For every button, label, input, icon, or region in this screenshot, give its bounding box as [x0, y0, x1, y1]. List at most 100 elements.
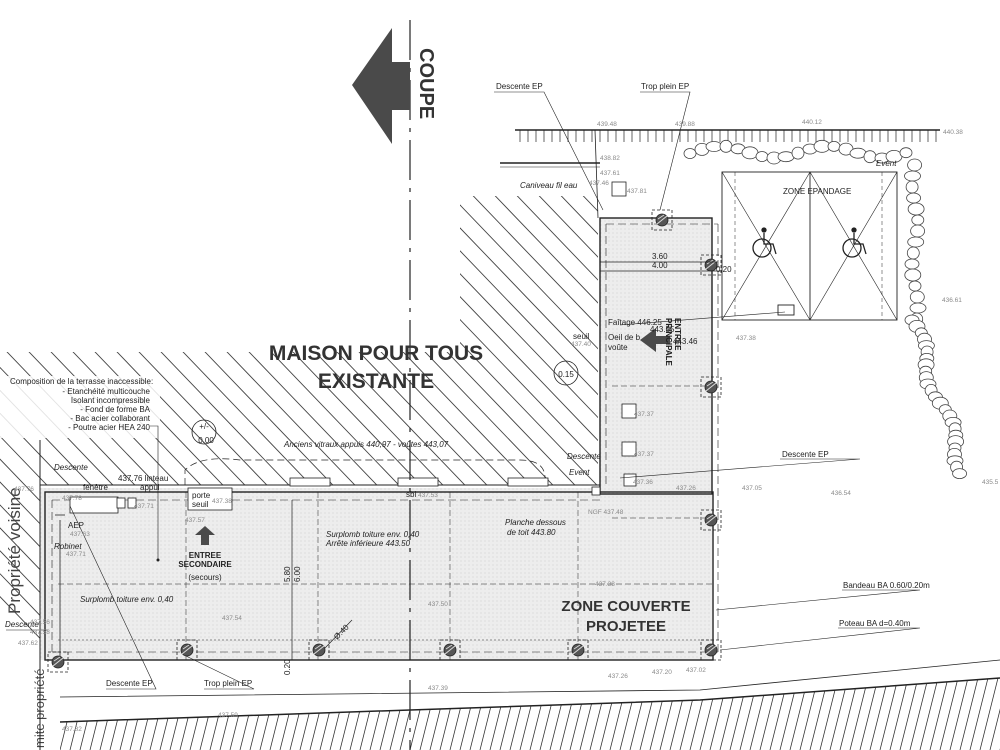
- wheelchair-icon: [842, 227, 867, 258]
- svg-text:AEP: AEP: [68, 521, 84, 530]
- svg-text:voûte: voûte: [608, 343, 628, 352]
- svg-text:(secours): (secours): [188, 573, 222, 582]
- svg-text:3.60: 3.60: [652, 252, 668, 261]
- level-0-00: 0.00: [198, 436, 214, 445]
- svg-text:437.61: 437.61: [600, 170, 620, 177]
- svg-text:0.20: 0.20: [716, 265, 732, 274]
- svg-text:437.26: 437.26: [676, 485, 696, 492]
- svg-text:437.71: 437.71: [66, 551, 86, 558]
- road-hatch: [60, 678, 1000, 750]
- covered-title-line1: ZONE COUVERTE: [561, 598, 690, 615]
- svg-text:Descente: Descente: [5, 620, 39, 629]
- svg-text:seuil: seuil: [192, 500, 209, 509]
- svg-text:Descente EP: Descente EP: [106, 679, 153, 688]
- svg-text:Trop plein EP: Trop plein EP: [204, 679, 252, 688]
- svg-text:437.38: 437.38: [736, 335, 756, 342]
- svg-text:437.46: 437.46: [589, 180, 609, 187]
- svg-text:Surplomb toiture env. 0,40: Surplomb toiture env. 0,40: [80, 595, 174, 604]
- svg-text:443.46: 443.46: [673, 337, 698, 346]
- svg-text:437.53: 437.53: [418, 492, 438, 499]
- svg-text:Descente EP: Descente EP: [496, 82, 543, 91]
- svg-text:appui: appui: [140, 483, 160, 492]
- svg-text:4.00: 4.00: [652, 261, 668, 270]
- parking-area: [721, 171, 898, 321]
- svg-text:439.48: 439.48: [597, 121, 617, 128]
- svg-text:porte: porte: [192, 491, 211, 500]
- svg-text:Event: Event: [569, 468, 590, 477]
- svg-text:437.36: 437.36: [633, 479, 653, 486]
- svg-text:437.38: 437.38: [212, 498, 232, 505]
- svg-text:437.02: 437.02: [686, 667, 706, 674]
- svg-text:437.76: 437.76: [14, 486, 34, 493]
- svg-text:435.5: 435.5: [982, 479, 999, 486]
- svg-text:ZONE EPANDAGE: ZONE EPANDAGE: [783, 187, 851, 196]
- leader-lines: [6, 91, 921, 690]
- svg-text:6.00: 6.00: [293, 566, 302, 582]
- svg-text:437.82: 437.82: [62, 726, 82, 733]
- svg-text:437.76 linteau: 437.76 linteau: [118, 474, 168, 483]
- svg-text:Descente: Descente: [54, 463, 88, 472]
- svg-text:Robinet: Robinet: [54, 542, 82, 551]
- svg-text:seuil: seuil: [573, 332, 590, 341]
- svg-text:0.20: 0.20: [283, 659, 292, 675]
- svg-text:NGF 437.48: NGF 437.48: [588, 509, 624, 516]
- existing-title-line2: EXISTANTE: [318, 370, 434, 393]
- svg-text:Event: Event: [876, 159, 897, 168]
- level-sign: +/-: [199, 422, 209, 431]
- svg-text:437.54: 437.54: [222, 615, 242, 622]
- svg-text:sbl: sbl: [406, 490, 416, 499]
- terrace-composition: Composition de la terrasse inaccessible:…: [0, 376, 160, 562]
- elevation-readings: 439.48 439.88 440.12 440.38 438.82 437.6…: [14, 119, 999, 733]
- svg-text:436.54: 436.54: [831, 490, 851, 497]
- svg-text:440.38: 440.38: [943, 129, 963, 136]
- svg-text:439.88: 439.88: [675, 121, 695, 128]
- svg-text:437.20: 437.20: [652, 669, 672, 676]
- svg-text:437.81: 437.81: [627, 188, 647, 195]
- svg-text:437.59: 437.59: [218, 712, 238, 719]
- svg-text:Oeil de b: Oeil de b: [608, 333, 641, 342]
- svg-text:Surplomb toiture env. 0,40: Surplomb toiture env. 0,40: [326, 530, 420, 539]
- svg-text:Descente: Descente: [567, 452, 601, 461]
- svg-text:Caniveau fil eau: Caniveau fil eau: [520, 181, 578, 190]
- entrance-arrow-icon: [640, 328, 670, 352]
- neighbor-label: Propriété voisine: [5, 487, 24, 614]
- window-frames: [69, 477, 549, 514]
- svg-text:ENTREE: ENTREE: [673, 318, 682, 351]
- svg-text:437.62: 437.62: [18, 640, 38, 647]
- svg-text:437.40: 437.40: [571, 341, 591, 348]
- callout-labels: Descente EP Trop plein EP Caniveau fil e…: [5, 82, 930, 688]
- svg-text:- Etanchéité multicouche: - Etanchéité multicouche: [62, 387, 150, 396]
- svg-text:436.61: 436.61: [942, 297, 962, 304]
- svg-text:437.37: 437.37: [634, 411, 654, 418]
- svg-text:437.56: 437.56: [30, 619, 50, 626]
- svg-text:437.37: 437.37: [634, 451, 654, 458]
- road-edge: [59, 677, 1000, 723]
- svg-text:437.26: 437.26: [608, 673, 628, 680]
- svg-text:- Fond de forme BA: - Fond de forme BA: [80, 405, 150, 414]
- svg-text:437.78: 437.78: [62, 495, 82, 502]
- top-terrain: [500, 129, 940, 219]
- level-marker: [191, 360, 579, 445]
- svg-text:Planche dessous: Planche dessous: [505, 518, 566, 527]
- svg-text:Bandeau BA 0.60/0.20m: Bandeau BA 0.60/0.20m: [843, 581, 930, 590]
- svg-text:437.71: 437.71: [134, 503, 154, 510]
- svg-text:440.12: 440.12: [802, 119, 822, 126]
- svg-text:Descente EP: Descente EP: [782, 450, 829, 459]
- svg-text:437.57: 437.57: [185, 517, 205, 524]
- section-arrow-icon: [352, 28, 410, 144]
- svg-text:ENTREE: ENTREE: [189, 551, 222, 560]
- svg-text:fenêtre: fenêtre: [83, 483, 108, 492]
- level-0-15: 0.15: [558, 370, 574, 379]
- svg-text:Isolant incompressible: Isolant incompressible: [71, 396, 151, 405]
- svg-text:5.80: 5.80: [283, 566, 292, 582]
- svg-text:437.05: 437.05: [742, 485, 762, 492]
- covered-title-line2: PROJETEE: [586, 618, 666, 635]
- drain-boxes: [591, 181, 637, 496]
- section-label: COUPE: [415, 48, 437, 119]
- svg-text:437.39: 437.39: [428, 685, 448, 692]
- covered-zone-fill: [40, 218, 712, 660]
- entrance-arrow-icon: [195, 526, 215, 545]
- svg-text:443.55: 443.55: [650, 325, 675, 334]
- svg-text:Faîtage 446.25: Faîtage 446.25: [608, 318, 662, 327]
